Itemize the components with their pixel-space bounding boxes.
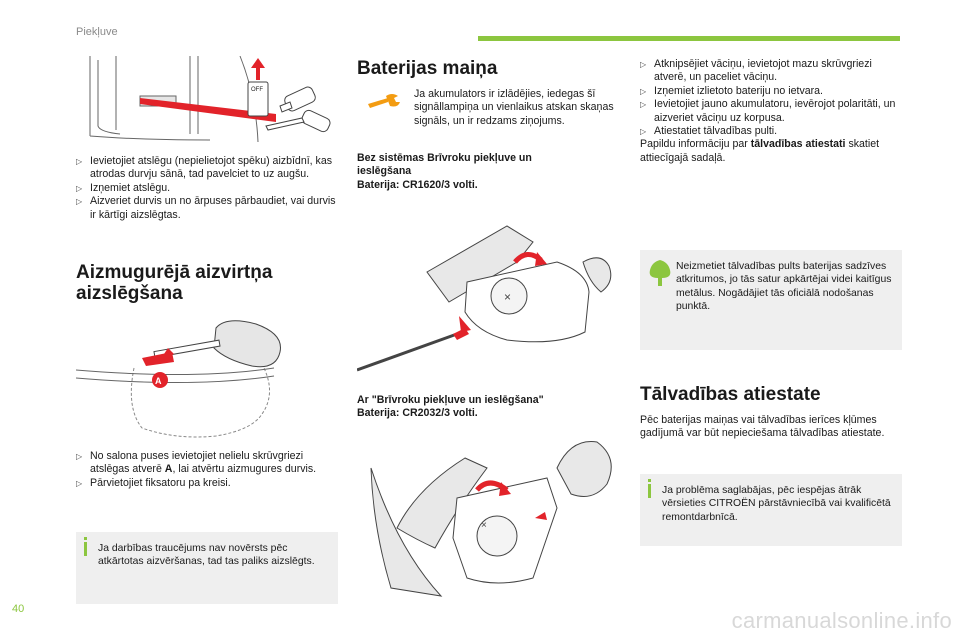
svg-text:×: ×: [481, 520, 487, 531]
rear-latch-note: Ja darbības traucējums nav novērsts pēc …: [76, 532, 338, 604]
watermark: carmanualsonline.info: [731, 608, 952, 633]
key-fob-figure-basic: ×: [357, 225, 612, 372]
battery-replacement-steps: Atknipsējiet vāciņu, ievietojot mazu skr…: [640, 58, 902, 165]
key-fob-figure-freehands: ×: [370, 441, 612, 597]
battery-step-1: Atknipsējiet vāciņu, ievietojot mazu skr…: [640, 58, 902, 85]
reset-title: Tālvadības atiestate: [640, 384, 821, 405]
info-icon: [84, 537, 87, 556]
wrench-warning-icon: [368, 94, 400, 108]
rear-step-2: Pārvietojiet fiksatoru pa kreisi.: [76, 477, 338, 491]
page-number: 40: [12, 603, 25, 615]
battery-step-4: Atiestatiet tālvadības pulti.: [640, 125, 902, 139]
lock-step-3: Aizveriet durvis un no ārpuses pārbaudie…: [76, 195, 338, 222]
battery-step-2: Izņemiet izlietoto bateriju no ietvara.: [640, 85, 902, 99]
rear-step-1: No salona puses ievietojiet nelielu skrū…: [76, 450, 338, 477]
section-label: Piekļuve: [76, 26, 118, 38]
battery-change-title: Baterijas maiņa: [357, 58, 498, 79]
lock-step-1: Ievietojiet atslēgu (nepielietojot spēku…: [76, 155, 338, 182]
reset-note: Ja problēma saglabājas, pēc iespējas ātr…: [640, 474, 902, 546]
header-bar: [478, 36, 900, 41]
info-icon: [648, 479, 651, 498]
rear-latch-figure: A: [76, 320, 281, 438]
eco-note: Neizmetiet tālvadības pults baterijas sa…: [640, 250, 902, 350]
off-label: OFF: [251, 87, 263, 93]
rear-latch-title: Aizmugurējā aizvirtņa aizslēgšana: [76, 262, 273, 304]
rear-latch-instructions: No salona puses ievietojiet nelielu skrū…: [76, 450, 338, 491]
svg-text:×: ×: [504, 290, 511, 304]
battery-spec-basic: Bez sistēmas Brīvroku piekļuve un ieslēg…: [357, 152, 532, 191]
lock-step-2: Izņemiet atslēgu.: [76, 182, 338, 196]
battery-intro: Ja akumulators ir izlādējies, iedegas šī…: [414, 88, 614, 127]
lock-instructions: Ievietojiet atslēgu (nepielietojot spēku…: [76, 155, 338, 222]
reset-text: Pēc baterijas maiņas vai tālvadības ierī…: [640, 414, 885, 440]
figure-label-a: A: [155, 376, 162, 386]
more-info-text: Papildu informāciju par tālvadības aties…: [640, 138, 880, 164]
battery-step-3: Ievietojiet jauno akumulatoru, ievērojot…: [640, 98, 902, 125]
van-door-lock-figure: OFF: [89, 56, 331, 143]
tree-icon: [649, 260, 671, 286]
battery-spec-freehands: Ar "Brīvroku piekļuve un ieslēgšana" Bat…: [357, 394, 544, 420]
